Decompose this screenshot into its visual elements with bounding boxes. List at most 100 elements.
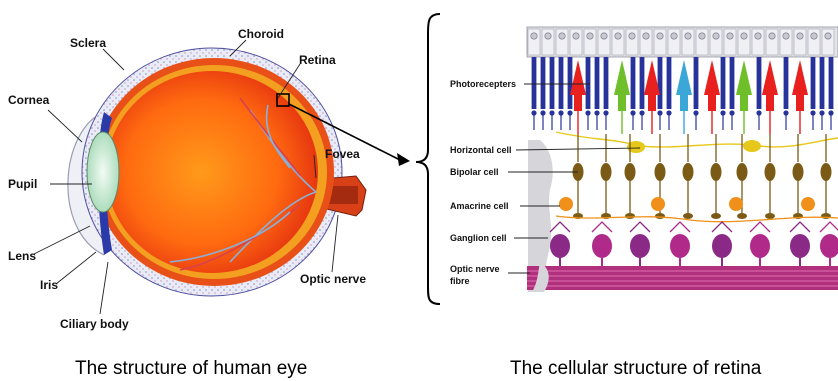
- cone-cell: [570, 60, 586, 95]
- label-ganglion-cell: Ganglion cell: [450, 233, 507, 243]
- label-lens: Lens: [8, 249, 36, 263]
- rod-nucleus: [531, 110, 536, 115]
- pigment-nucleus: [755, 33, 761, 39]
- ganglion-cell: [790, 234, 810, 258]
- zoom-arrowhead: [397, 153, 410, 166]
- pigment-nucleus: [825, 33, 831, 39]
- cone-segment: [680, 95, 688, 111]
- rod-cell: [784, 57, 789, 109]
- rod-nucleus: [720, 110, 725, 115]
- label-iris: Iris: [40, 278, 58, 292]
- bipolar-terminal: [655, 213, 665, 219]
- bracket: [416, 14, 440, 304]
- ganglion-cell: [592, 234, 612, 258]
- pigment-nucleus: [545, 33, 551, 39]
- cone-cell: [792, 60, 808, 95]
- rod-nucleus: [729, 110, 734, 115]
- ganglion-cell: [630, 234, 650, 258]
- label-sclera: Sclera: [70, 36, 106, 50]
- pigment-nucleus: [811, 33, 817, 39]
- cone-segment: [708, 95, 716, 111]
- label-choroid: Choroid: [238, 27, 284, 41]
- rod-nucleus: [783, 110, 788, 115]
- retina-caption: The cellular structure of retina: [510, 358, 762, 379]
- rod-nucleus: [639, 110, 644, 115]
- photoreceptors: [531, 57, 833, 134]
- retina-diagram: Photorecepters Horizontal cell Bipolar c…: [416, 14, 838, 379]
- rod-nucleus: [603, 110, 608, 115]
- cone-cell: [676, 60, 692, 95]
- ganglion-dendrite: [790, 222, 810, 232]
- pigment-nucleus: [629, 33, 635, 39]
- rod-cell: [820, 57, 825, 109]
- ganglion-dendrite: [712, 222, 732, 232]
- pigment-nucleus: [769, 33, 775, 39]
- bipolar-cells: [573, 134, 832, 219]
- label-horizontal-cell: Horizontal cell: [450, 145, 512, 155]
- cone-cell: [704, 60, 720, 95]
- cone-cell: [736, 60, 752, 95]
- pigment-nucleus: [573, 33, 579, 39]
- label-retina: Retina: [299, 53, 336, 67]
- rod-nucleus: [594, 110, 599, 115]
- cone-segment: [740, 95, 748, 111]
- cone-segment: [648, 95, 656, 111]
- rod-cell: [550, 57, 555, 109]
- label-ciliary-body: Ciliary body: [60, 317, 129, 331]
- rod-cell: [829, 57, 834, 109]
- bipolar-cell: [683, 163, 694, 181]
- amacrine-cells: [556, 197, 838, 222]
- pigment-nucleus: [615, 33, 621, 39]
- rod-cell: [559, 57, 564, 109]
- label-bipolar-cell: Bipolar cell: [450, 167, 499, 177]
- bipolar-terminal: [683, 213, 693, 219]
- rod-nucleus: [549, 110, 554, 115]
- rod-nucleus: [657, 110, 662, 115]
- bipolar-cell: [655, 163, 666, 181]
- rod-cell: [541, 57, 546, 109]
- label-cornea: Cornea: [8, 93, 50, 107]
- pigment-nucleus: [643, 33, 649, 39]
- label-optic-nerve: Optic nerve: [300, 272, 366, 286]
- pigment-nucleus: [783, 33, 789, 39]
- bipolar-terminal: [625, 213, 635, 219]
- cone-segment: [574, 95, 582, 111]
- bipolar-cell: [821, 163, 832, 181]
- rod-cell: [658, 57, 663, 109]
- bipolar-cell: [793, 163, 804, 181]
- label-pupil: Pupil: [8, 177, 37, 191]
- label-amacrine-cell: Amacrine cell: [450, 201, 509, 211]
- amacrine-cell: [729, 197, 743, 211]
- eye-caption: The structure of human eye: [75, 358, 307, 379]
- ganglion-dendrite: [630, 222, 650, 232]
- pigment-nucleus: [699, 33, 705, 39]
- rod-cell: [631, 57, 636, 109]
- horizontal-process: [556, 132, 838, 147]
- rod-cell: [811, 57, 816, 109]
- rod-nucleus: [828, 110, 833, 115]
- bipolar-cell: [765, 163, 776, 181]
- rod-nucleus: [585, 110, 590, 115]
- pigment-nucleus: [727, 33, 733, 39]
- ganglion-cells: [550, 222, 838, 268]
- bipolar-terminal: [711, 213, 721, 219]
- rod-cell: [757, 57, 762, 109]
- pigment-nucleus: [559, 33, 565, 39]
- ganglion-dendrite: [592, 222, 612, 232]
- amacrine-cell: [651, 197, 665, 211]
- rod-cell: [667, 57, 672, 109]
- rod-cell: [586, 57, 591, 109]
- ganglion-dendrite: [820, 222, 838, 232]
- rod-cell: [730, 57, 735, 109]
- label-fovea: Fovea: [325, 147, 360, 161]
- rod-nucleus: [693, 110, 698, 115]
- cone-segment: [796, 95, 804, 111]
- vitreous-body: [106, 71, 318, 273]
- cone-segment: [766, 95, 774, 111]
- rod-cell: [532, 57, 537, 109]
- label-photoreceptors: Photorecepters: [450, 79, 516, 89]
- horizontal-cells: [556, 132, 838, 153]
- amacrine-cell: [559, 197, 573, 211]
- rod-nucleus: [756, 110, 761, 115]
